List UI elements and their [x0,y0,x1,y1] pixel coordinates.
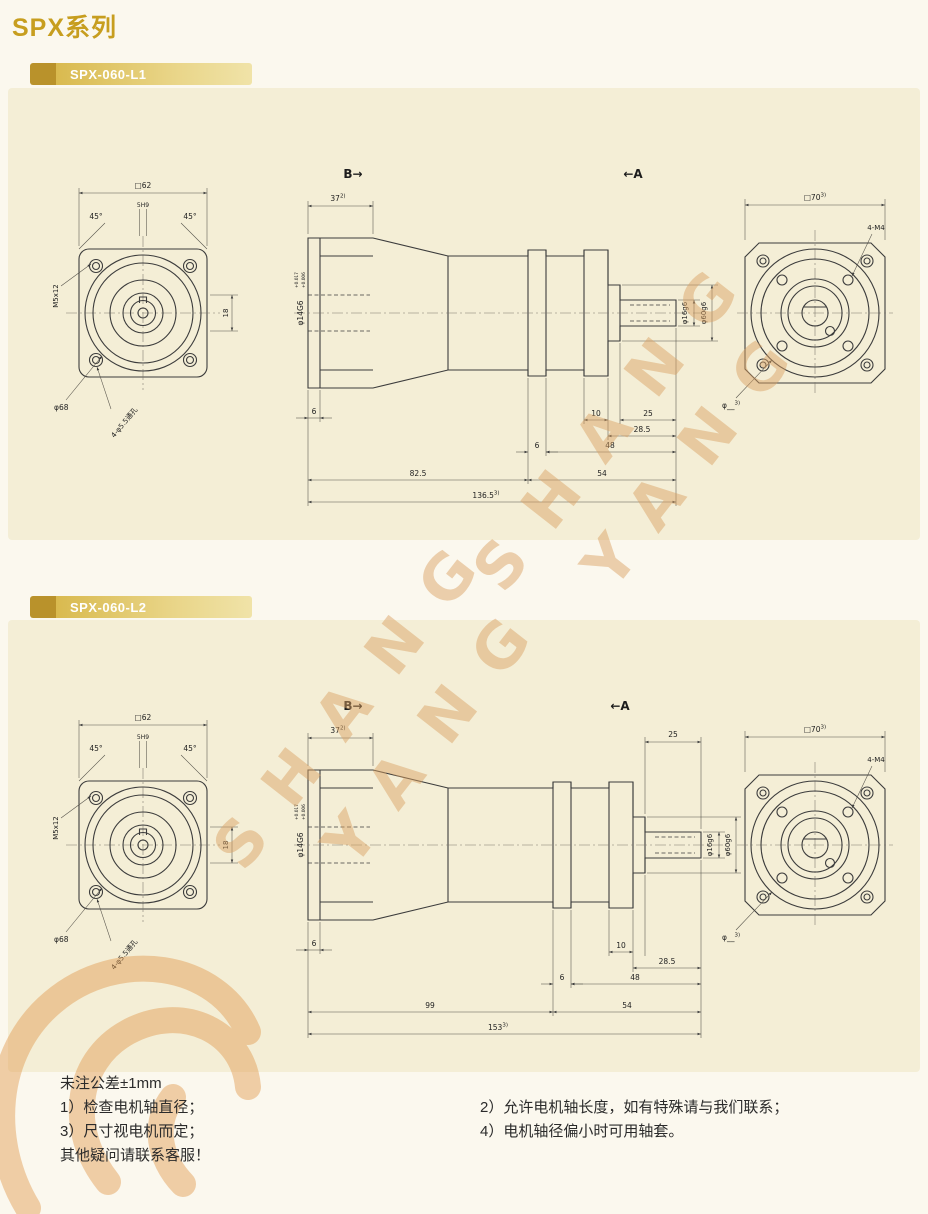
dim-input-bore: φ14G6 +0.017 +0.006 [294,272,307,326]
dim-key-length: 25 [668,730,678,739]
dim-output-length: 54 [597,469,607,478]
dim-input-length: 372) [330,726,345,736]
dim-shaft-length: 28.5 [659,957,676,966]
dim-shaft-length: 28.5 [634,425,651,434]
page-title: SPX系列 [12,14,118,42]
note-tolerance: 未注公差±1mm [60,1075,162,1092]
dim-groove-width: 10 [591,409,601,418]
dim-lip-width: 6 [312,407,317,416]
drawing-panel-l2: B→ ←A 372) 25 [8,620,920,1072]
dim-shaft-diameter: φ16g6 [706,833,714,856]
section-banner-l1: SPX-060-L1 [30,63,252,85]
banner-accent-block [30,596,56,618]
dim-body-length: 82.5 [410,469,427,478]
dim-key-length: 25 [643,409,653,418]
banner-accent-block [30,63,56,85]
dim-input-length: 372) [330,194,345,204]
view-b-label: B→ [343,699,362,713]
dim-pilot-boss-diameter: φ60g6 [700,301,708,324]
svg-text:φ14G6: φ14G6 [296,832,305,857]
note-contact: 其他疑问请联系客服！ [60,1147,211,1164]
dim-ring-width: 6 [560,973,565,982]
technical-drawing-l2: B→ ←A 372) 25 [8,699,920,1038]
side-view-drawing-l2: B→ ←A 372) 25 [294,699,741,1038]
dim-output-length: 54 [622,1001,632,1010]
dim-lip-width: 6 [312,939,317,948]
svg-text:+0.006: +0.006 [301,804,307,820]
section-banner-l2: SPX-060-L2 [30,596,252,618]
dim-shaft-diameter: φ16g6 [681,301,689,324]
dim-groove-width: 10 [616,941,626,950]
view-a-label: ←A [623,167,643,181]
dim-body-length: 99 [425,1001,435,1010]
drawing-panel-l1: B→ ←A 372) [8,88,920,540]
dim-total-length: 1533) [488,1023,508,1033]
dim-front-length: 48 [605,441,615,450]
svg-text:+0.006: +0.006 [301,272,307,288]
dim-front-length: 48 [630,973,640,982]
note-3: 3）尺寸视电机而定； [60,1123,204,1140]
notes-right-column: 2）允许电机轴长度，如有特殊请与我们联系； 4）电机轴径偏小时可用轴套。 [480,1096,788,1144]
svg-text:φ14G6: φ14G6 [296,300,305,325]
view-b-label: B→ [343,167,362,181]
notes-left-column: 未注公差±1mm 1）检查电机轴直径； 3）尺寸视电机而定； 其他疑问请联系客服… [60,1072,210,1168]
dim-pilot-boss-diameter: φ60g6 [724,833,732,856]
side-view-drawing-l1: B→ ←A 372) [294,167,718,506]
svg-text:+0.017: +0.017 [294,804,300,820]
note-4: 4）电机轴径偏小时可用轴套。 [480,1123,684,1140]
dim-total-length: 136.53) [472,491,499,501]
section-title-l1: SPX-060-L1 [56,63,252,85]
note-1: 1）检查电机轴直径； [60,1099,204,1116]
dim-ring-width: 6 [535,441,540,450]
view-a-label: ←A [610,699,630,713]
svg-text:+0.017: +0.017 [294,272,300,288]
note-2: 2）允许电机轴长度，如有特殊请与我们联系； [480,1099,789,1116]
section-title-l2: SPX-060-L2 [56,596,252,618]
technical-drawing-l1: B→ ←A 372) [8,167,920,506]
dim-input-bore: φ14G6 +0.017 +0.006 [294,804,307,858]
